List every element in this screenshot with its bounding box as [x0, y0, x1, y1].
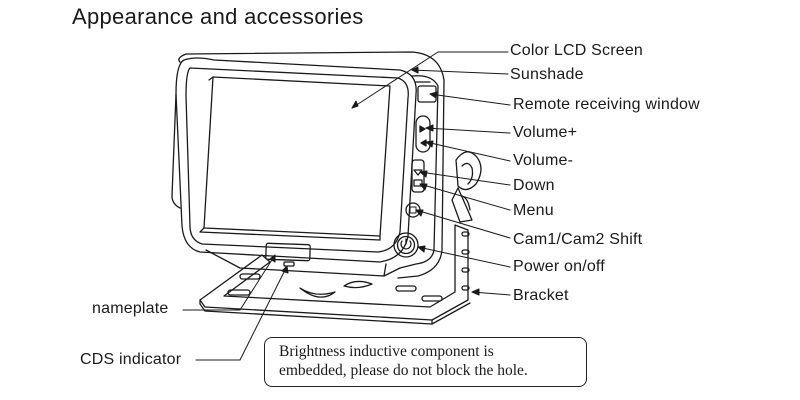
- bracket-shape: [199, 224, 471, 325]
- label-bracket: Bracket: [513, 287, 569, 304]
- label-color-lcd-screen: Color LCD Screen: [510, 42, 644, 59]
- label-volume-plus: Volume+: [513, 124, 578, 141]
- page-title: Appearance and accessories: [72, 4, 364, 29]
- adjust-knob-shape: [451, 151, 482, 223]
- callout-lines: [182, 51, 511, 361]
- label-down: Down: [513, 177, 555, 194]
- label-menu: Menu: [513, 202, 554, 219]
- note-box: Brightness inductive component is embedd…: [264, 337, 587, 387]
- label-volume-minus: Volume-: [513, 152, 574, 169]
- label-sunshade: Sunshade: [510, 66, 584, 83]
- label-power: Power on/off: [513, 258, 605, 275]
- label-cam-shift: Cam1/Cam2 Shift: [513, 231, 643, 248]
- label-nameplate: nameplate: [92, 300, 169, 317]
- label-cds-indicator: CDS indicator: [80, 351, 182, 368]
- note-line-2: embedded, please do not block the hole.: [279, 362, 528, 379]
- note-line-1: Brightness inductive component is: [279, 343, 494, 360]
- monitor-body-shape: [171, 51, 445, 279]
- label-remote-receiving-window: Remote receiving window: [513, 96, 700, 113]
